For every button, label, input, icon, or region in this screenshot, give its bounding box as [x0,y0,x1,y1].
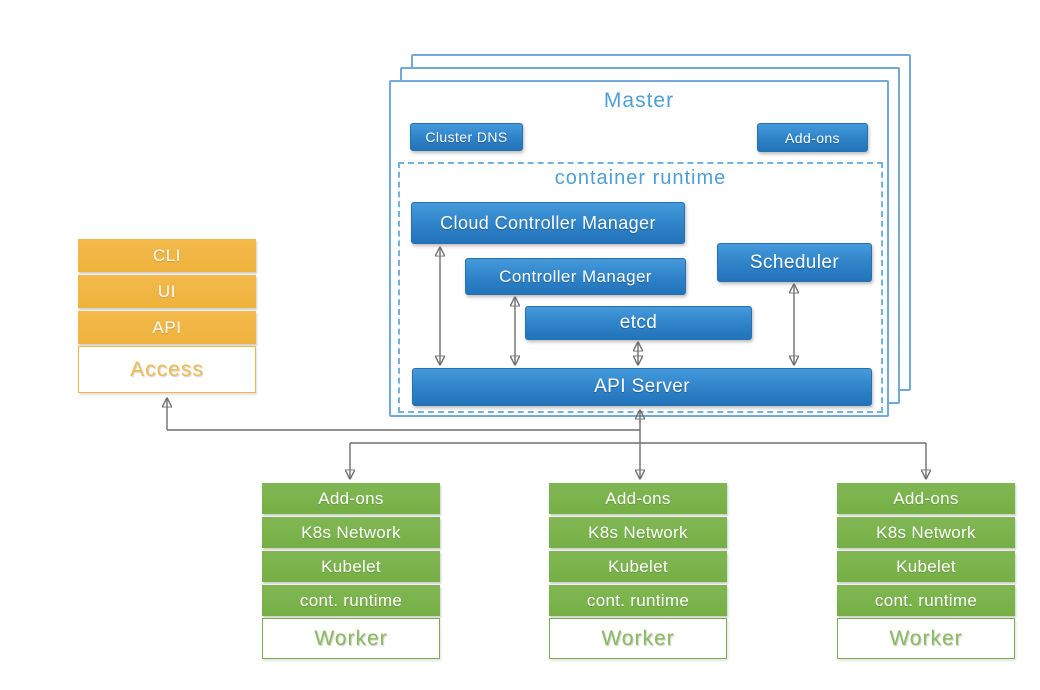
worker-kubelet-box: Kubelet [262,551,440,582]
master-panel: Master Cluster DNS Add-ons container run… [389,80,889,417]
container-runtime-title: container runtime [554,167,727,189]
controller-manager-box: Controller Manager [465,258,686,295]
worker-k8s-network-box: K8s Network [837,517,1015,548]
ui-box: UI [78,275,256,308]
master-addons-box: Add-ons [757,123,868,152]
etcd-box: etcd [525,306,752,340]
worker-k8s-network-box: K8s Network [262,517,440,548]
cluster-dns-box: Cluster DNS [410,123,523,151]
worker-k8s-network-box: K8s Network [549,517,727,548]
worker-stack-1: Add-ons K8s Network Kubelet cont. runtim… [262,483,440,659]
api-server-box: API Server [412,368,872,406]
worker-base-box: Worker [262,618,440,659]
worker-stack-2: Add-ons K8s Network Kubelet cont. runtim… [549,483,727,659]
worker-addons-box: Add-ons [837,483,1015,514]
access-base-box: Access [78,346,256,393]
worker-stack-3: Add-ons K8s Network Kubelet cont. runtim… [837,483,1015,659]
worker-cont-runtime-box: cont. runtime [262,585,440,616]
worker-base-box: Worker [837,618,1015,659]
scheduler-box: Scheduler [717,243,872,282]
cli-box: CLI [78,239,256,272]
master-title: Master [603,89,675,112]
container-runtime-box: container runtime Cloud Controller Manag… [398,162,883,413]
worker-kubelet-box: Kubelet [549,551,727,582]
access-stack: CLI UI API Access [78,239,256,393]
api-box: API [78,311,256,344]
worker-kubelet-box: Kubelet [837,551,1015,582]
worker-addons-box: Add-ons [262,483,440,514]
worker-cont-runtime-box: cont. runtime [549,585,727,616]
worker-addons-box: Add-ons [549,483,727,514]
worker-cont-runtime-box: cont. runtime [837,585,1015,616]
worker-base-box: Worker [549,618,727,659]
cloud-controller-manager-box: Cloud Controller Manager [411,202,685,244]
